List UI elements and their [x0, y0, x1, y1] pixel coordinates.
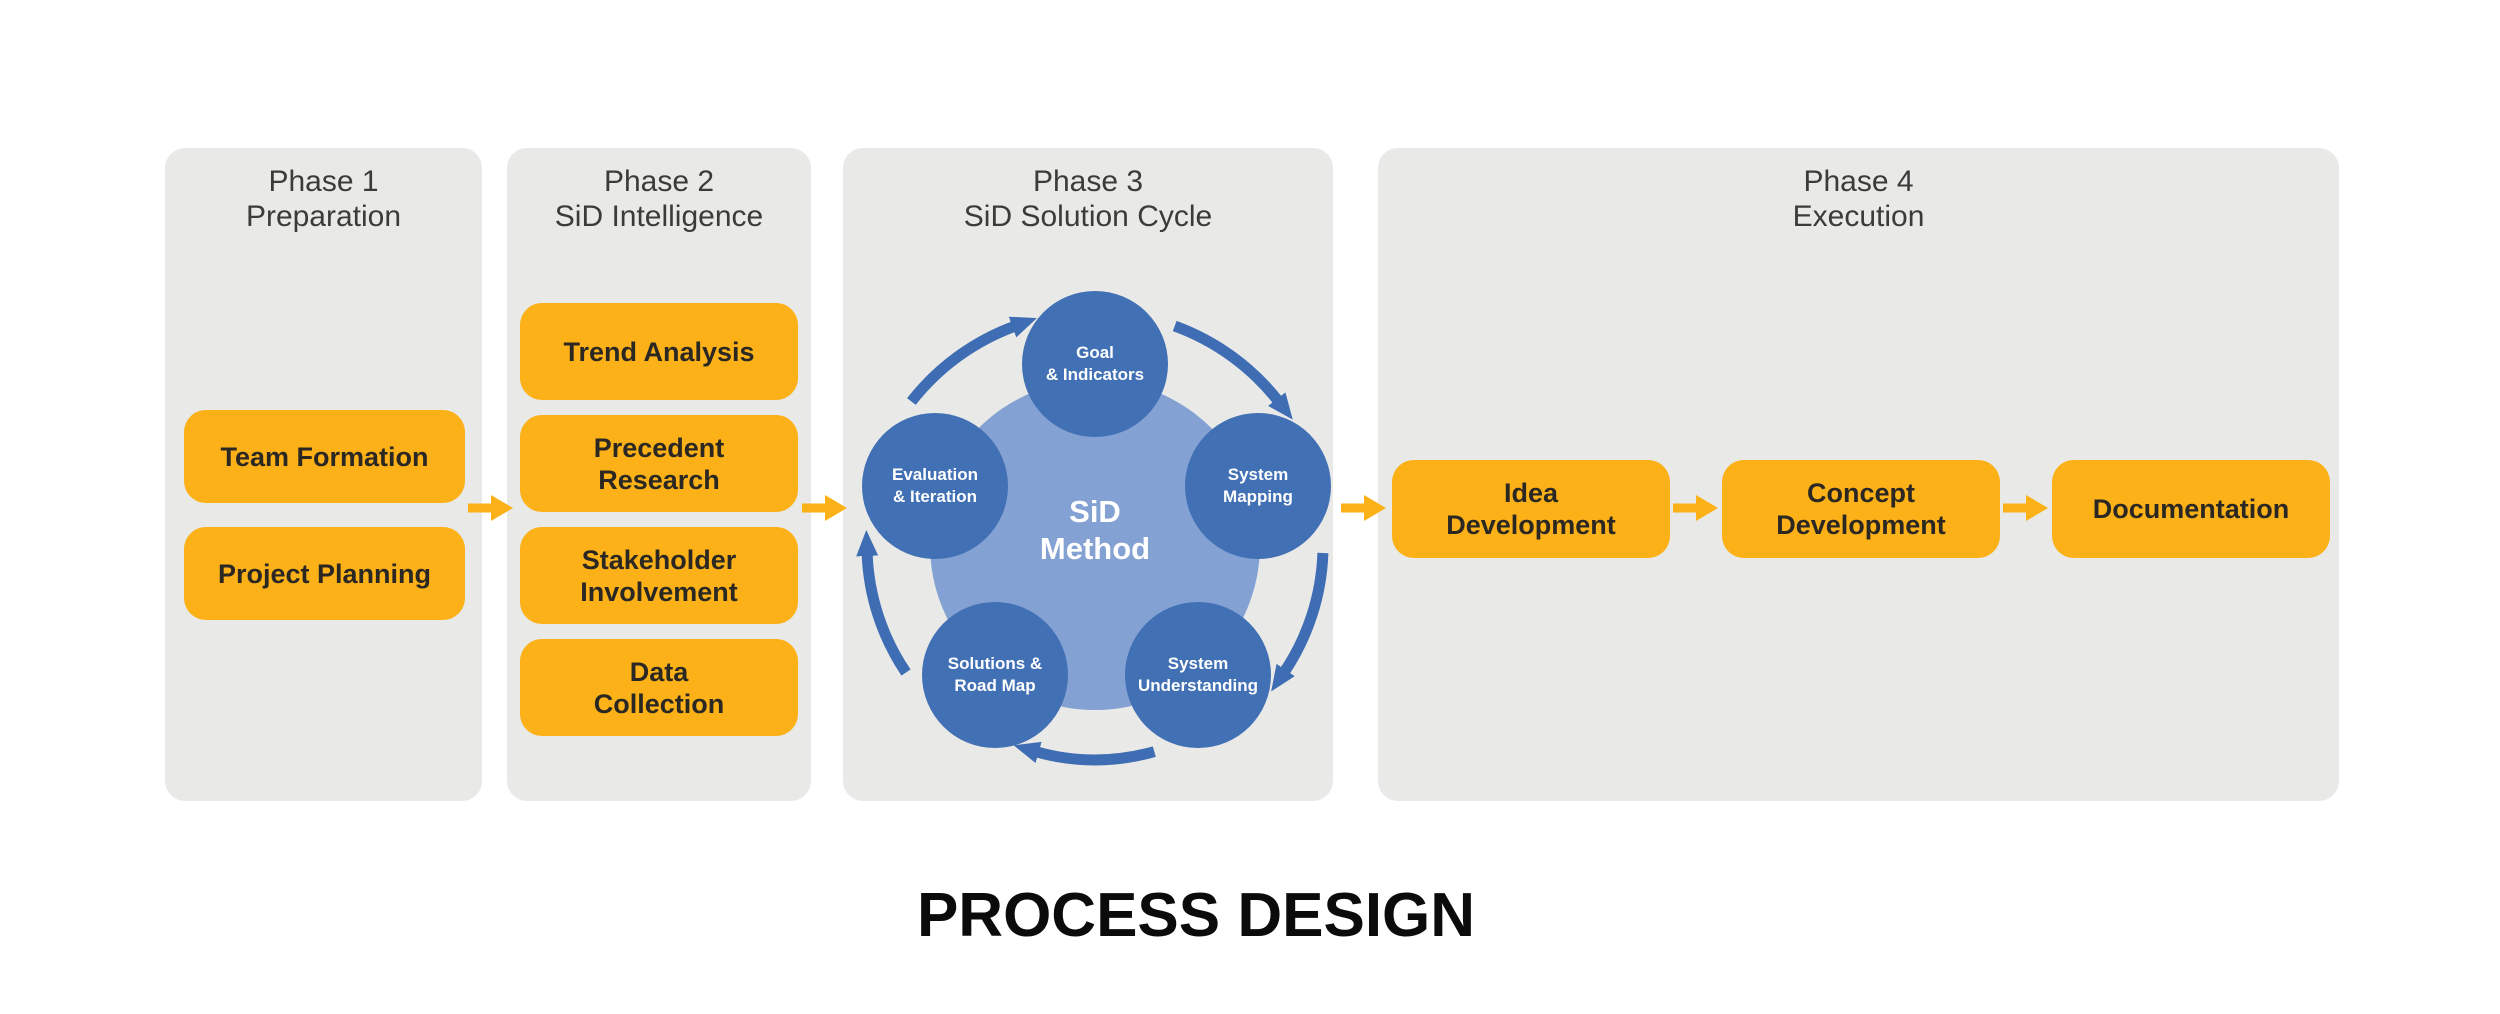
flow-arrow-concept-documentation: [2003, 495, 2048, 521]
step-documentation: Documentation: [2052, 460, 2330, 558]
cycle-node-solutions-roadmap: Solutions & Road Map: [922, 602, 1068, 748]
phase-1-header: Phase 1 Preparation: [165, 164, 482, 234]
phase-2-title: Phase 2: [603, 165, 715, 198]
phase-3-title: Phase 3: [1032, 165, 1144, 198]
page-title: PROCESS DESIGN: [916, 881, 1476, 950]
cycle-node-evaluation-iteration: Evaluation & Iteration: [862, 413, 1008, 559]
phase-1-subtitle: Preparation: [245, 200, 402, 233]
phase-2-subtitle: SiD Intelligence: [554, 200, 764, 233]
step-trend-analysis: Trend Analysis: [520, 303, 798, 400]
phase-2-header: Phase 2 SiD Intelligence: [507, 164, 811, 234]
phase-4-subtitle: Execution: [1792, 200, 1925, 233]
step-idea-development: Idea Development: [1392, 460, 1670, 558]
flow-arrow-idea-concept: [1673, 495, 1718, 521]
sid-method-label: SiD Method: [1039, 494, 1151, 566]
phase-3-subtitle: SiD Solution Cycle: [963, 200, 1213, 233]
step-project-planning: Project Planning: [184, 527, 465, 620]
step-data-collection: Data Collection: [520, 639, 798, 736]
cycle-node-system-understanding: System Understanding: [1125, 602, 1271, 748]
flow-arrow-phase3-phase4: [1341, 495, 1386, 521]
phase-4-title: Phase 4: [1803, 165, 1914, 198]
cycle-node-system-mapping: System Mapping: [1185, 413, 1331, 559]
phase-4-header: Phase 4 Execution: [1378, 164, 2339, 234]
cycle-node-goal-indicators: Goal & Indicators: [1022, 291, 1168, 437]
step-precedent-research: Precedent Research: [520, 415, 798, 512]
step-stakeholder-involvement: Stakeholder Involvement: [520, 527, 798, 624]
phase-3-header: Phase 3 SiD Solution Cycle: [843, 164, 1333, 234]
phase-1-title: Phase 1: [268, 165, 379, 198]
flow-arrow-phase1-phase2: [468, 495, 513, 521]
step-team-formation: Team Formation: [184, 410, 465, 503]
flow-arrow-phase2-phase3: [802, 495, 847, 521]
step-concept-development: Concept Development: [1722, 460, 2000, 558]
